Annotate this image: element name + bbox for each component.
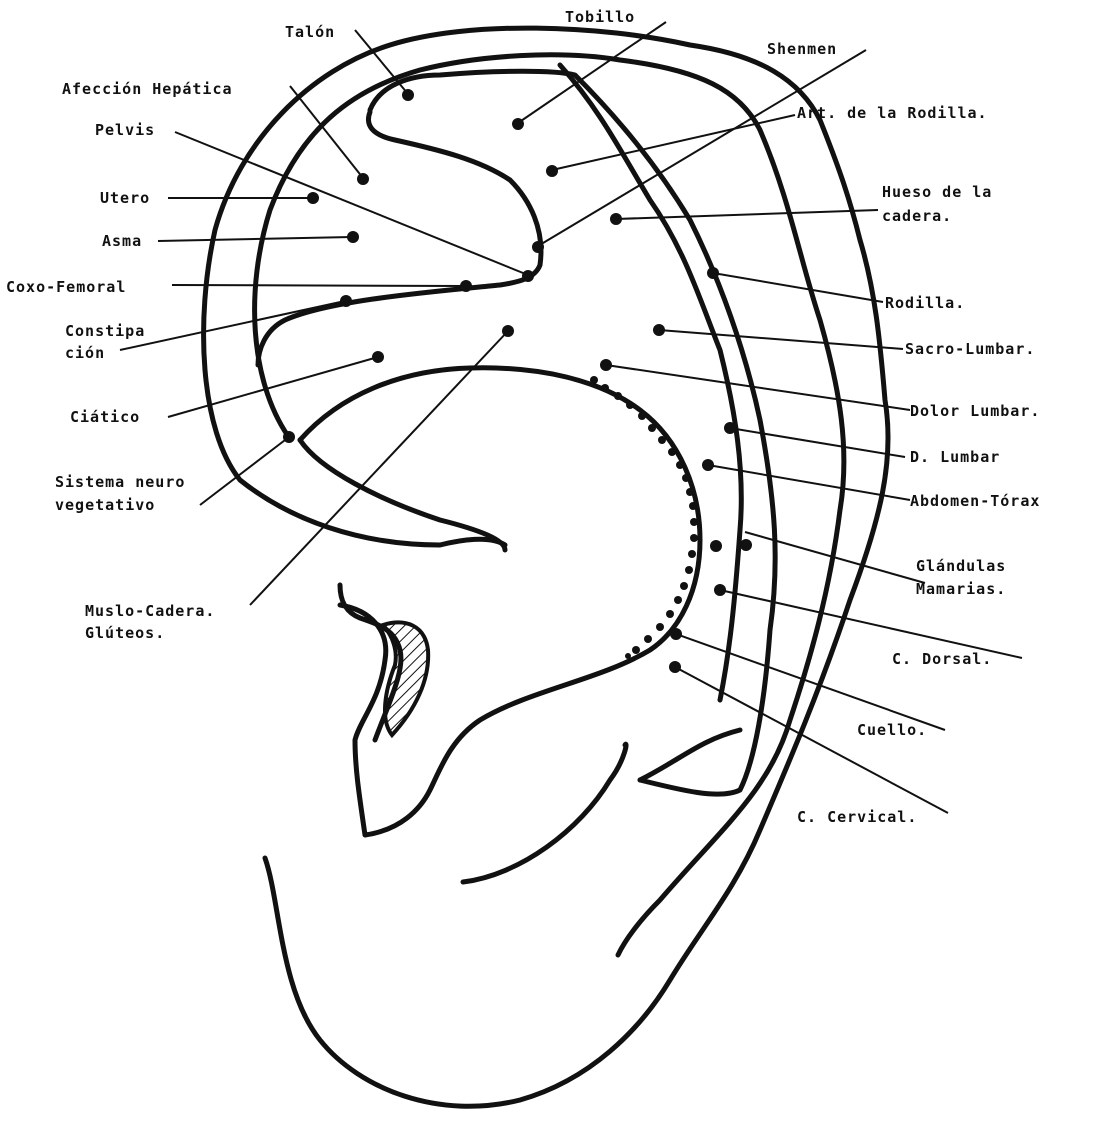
sacro-lumbar-marker	[653, 324, 903, 349]
label-constipacion-2: ción	[65, 344, 105, 362]
helix-outer-outline	[204, 28, 889, 1106]
label-talon: Talón	[285, 23, 335, 41]
label-glandulas-2: Mamarias.	[916, 580, 1006, 598]
ciatico-marker	[168, 351, 384, 417]
label-art-rodilla: Art. de la Rodilla.	[797, 104, 988, 122]
abdomen-torax-marker	[702, 459, 910, 500]
label-coxo-femoral: Coxo-Femoral	[6, 278, 126, 296]
label-asma: Asma	[102, 232, 142, 250]
concha-rim	[300, 368, 700, 835]
label-dolor-lumbar: Dolor Lumbar.	[910, 402, 1040, 420]
label-sistema-neuro-1: Sistema neuro	[55, 473, 185, 491]
helix-crus	[300, 440, 505, 550]
lobe-curve	[640, 730, 740, 780]
label-tobillo: Tobillo	[565, 8, 635, 26]
pelvis-marker	[175, 132, 534, 282]
label-hueso-cadera-1: Hueso de la	[882, 183, 992, 201]
muslo-cadera-marker	[250, 325, 514, 605]
label-constipacion-1: Constipa	[65, 322, 145, 340]
rodilla-marker	[707, 267, 883, 302]
afeccion-hepatica-marker	[290, 86, 369, 185]
label-rodilla: Rodilla.	[885, 294, 965, 312]
d-lumbar-marker	[724, 422, 905, 457]
label-ciatico: Ciático	[70, 408, 140, 426]
label-pelvis: Pelvis	[95, 121, 155, 139]
antitragus-hatched	[383, 622, 428, 735]
sistema-neuro-marker	[200, 431, 295, 505]
label-muslo-cadera-1: Muslo-Cadera.	[85, 602, 215, 620]
label-cuello: Cuello.	[857, 721, 927, 739]
label-glandulas-1: Glándulas	[916, 557, 1006, 575]
label-sistema-neuro-2: vegetativo	[55, 496, 155, 514]
antihelix-outline	[370, 71, 775, 794]
label-shenmen: Shenmen	[767, 40, 837, 58]
label-utero: Utero	[100, 189, 150, 207]
label-d-lumbar: D. Lumbar	[910, 448, 1000, 466]
label-muslo-cadera-2: Glúteos.	[85, 624, 165, 642]
glandulas-mamarias-marker	[710, 532, 925, 583]
label-c-cervical: C. Cervical.	[797, 808, 917, 826]
lobe-inner-curve	[463, 744, 626, 882]
hueso-cadera-marker	[610, 210, 878, 225]
label-c-dorsal: C. Dorsal.	[892, 650, 992, 668]
label-sacro-lumbar: Sacro-Lumbar.	[905, 340, 1035, 358]
label-hueso-cadera-2: cadera.	[882, 207, 952, 225]
label-afeccion-hepatica: Afección Hepática	[62, 80, 233, 98]
utero-marker	[168, 192, 319, 204]
constipacion-marker	[120, 295, 352, 350]
asma-marker	[158, 231, 359, 243]
label-abdomen-torax: Abdomen-Tórax	[910, 492, 1040, 510]
tobillo-marker	[512, 22, 666, 130]
